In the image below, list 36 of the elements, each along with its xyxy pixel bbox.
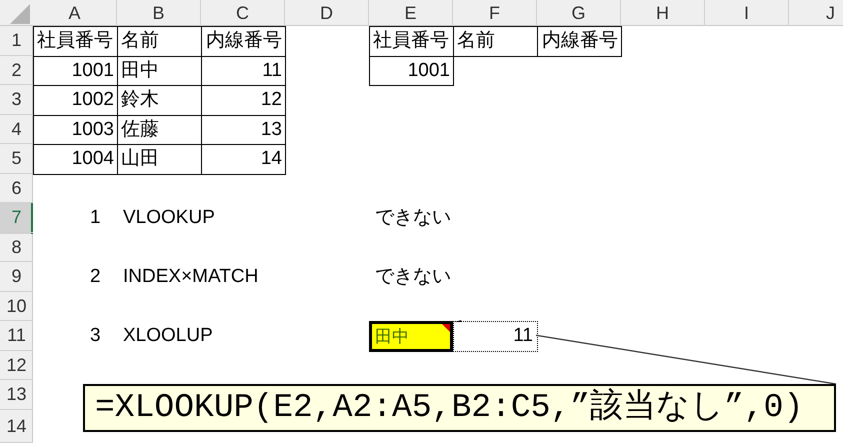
row-header: 11 [0,321,33,350]
row-header: 10 [0,292,33,321]
row-header: 1 [0,26,33,56]
column-header: G [537,0,621,26]
column-header: D [285,0,369,26]
row-header: 13 [0,380,33,410]
column-header: C [201,0,285,26]
header-cell: 社員番号 [33,26,118,56]
column-header: A [33,0,117,26]
cell-text: 田中 [375,326,409,348]
row-header: 4 [0,114,33,144]
header-cell: 内線番号 [537,26,622,56]
row-header: 8 [0,232,33,262]
row-header: 5 [0,144,33,174]
header-cell: 内線番号 [201,26,286,56]
column-header: E [369,0,453,26]
row-header: 7 [0,203,33,232]
data-cell: 14 [201,144,286,174]
formula-text: =XLOOKUP(E2,A2:A5,B2:C5,”該当なし”,0) [95,387,804,428]
formula-callout [83,384,836,432]
row-header: 3 [0,85,33,114]
row-header: 2 [0,56,33,85]
highlighted-cell [369,321,453,352]
column-header: I [705,0,789,26]
header-cell: 名前 [453,26,538,56]
column-header: B [117,0,201,26]
row-header: 9 [0,262,33,292]
data-cell: 1004 [33,144,118,174]
row-header: 14 [0,410,33,443]
data-cell: 1001 [369,56,454,86]
column-header: H [621,0,705,26]
column-header: F [453,0,537,26]
row-header: 12 [0,350,33,380]
row-header: 6 [0,174,33,203]
column-header: J [789,0,843,26]
header-cell: 社員番号 [369,26,454,56]
